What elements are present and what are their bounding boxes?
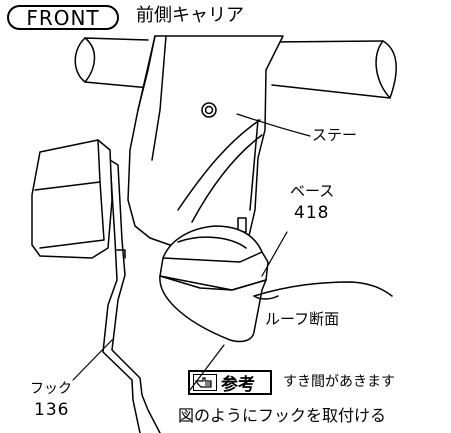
- side-pad: [31, 139, 113, 259]
- front-badge: FRONT: [7, 5, 119, 30]
- roof-section: [253, 281, 393, 300]
- reference-badge: 参考: [188, 370, 272, 395]
- front-badge-label: FRONT: [26, 5, 100, 30]
- crossbar: [74, 37, 397, 99]
- pointing-hand-icon: [193, 374, 217, 391]
- hook-label: フック: [30, 381, 72, 397]
- base-label: ベース: [290, 182, 335, 200]
- stay-body: [127, 35, 284, 251]
- leader-lines: [72, 113, 311, 391]
- attach-note: 図のようにフックを取付ける: [178, 406, 387, 425]
- reference-label: 参考: [221, 375, 255, 395]
- stay-label: ステー: [312, 126, 358, 144]
- gap-note: すき間があきます: [283, 374, 395, 390]
- roof-section-label: ルーフ断面: [265, 310, 340, 328]
- hook-part-number: 136: [34, 400, 70, 420]
- base-part-number: 418: [294, 203, 330, 223]
- base: [159, 225, 269, 343]
- page-title: 前側キャリア: [136, 5, 244, 26]
